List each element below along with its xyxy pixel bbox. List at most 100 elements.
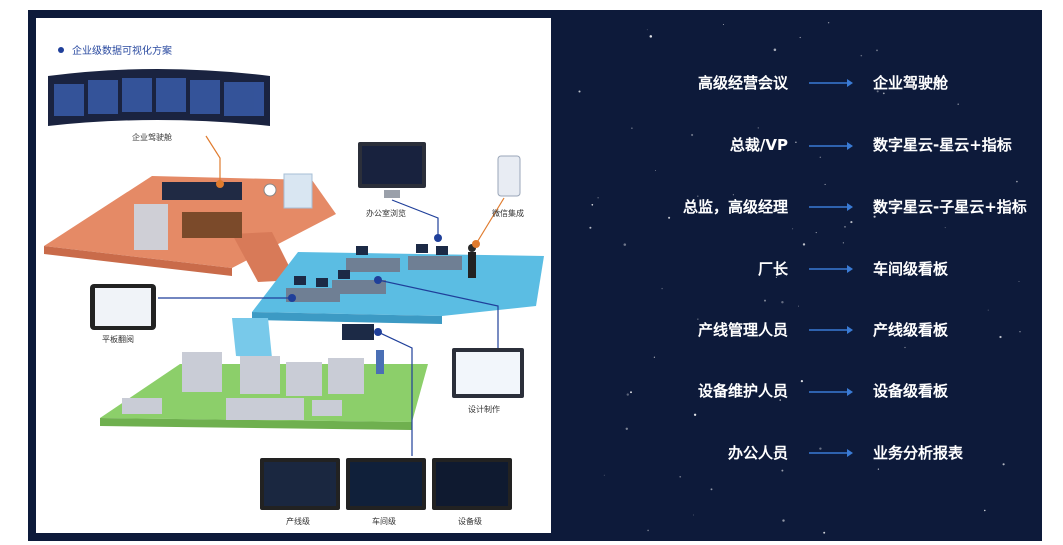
label-office: 办公室浏览	[366, 209, 406, 218]
target-2: 数字星云-子星云+指标	[873, 198, 1027, 216]
arrow-right-icon	[809, 449, 853, 457]
star-icon	[775, 276, 777, 278]
panel-title: 企业级数据可视化方案	[58, 42, 172, 57]
floor-top-edge	[44, 246, 232, 276]
star-icon	[1016, 180, 1018, 183]
star-icon	[655, 170, 657, 171]
star-icon	[646, 29, 648, 31]
role-2: 总监，高级经理	[682, 198, 788, 216]
star-icon	[732, 194, 734, 196]
role-5: 设备维护人员	[697, 382, 788, 400]
office-desk	[182, 212, 242, 238]
connector-design	[377, 279, 499, 348]
star-icon	[1019, 331, 1021, 333]
starfield	[578, 22, 1021, 534]
arrow-right-icon	[809, 79, 853, 87]
star-icon	[781, 469, 784, 472]
star-icon	[626, 393, 629, 396]
star-icon	[819, 156, 822, 159]
office-monitors	[294, 244, 448, 287]
star-icon	[987, 309, 989, 311]
target-0: 企业驾驶舱	[873, 74, 949, 92]
star-icon	[823, 531, 826, 534]
diagram-panel: 企业级数据可视化方案	[36, 18, 551, 533]
star-icon	[850, 221, 853, 224]
worker-icon	[376, 350, 384, 374]
star-icon	[799, 36, 801, 39]
star-icon	[844, 226, 846, 228]
star-icon	[591, 203, 594, 206]
shelf	[283, 173, 313, 209]
star-icon	[842, 242, 844, 244]
star-icon	[860, 54, 863, 57]
star-icon	[679, 475, 682, 478]
role-0: 高级经营会议	[697, 74, 788, 92]
bullet-icon	[58, 47, 64, 53]
star-icon	[876, 90, 879, 93]
star-icon	[779, 399, 781, 401]
label-cockpit: 企业驾驶舱	[132, 133, 172, 142]
star-icon	[944, 227, 946, 229]
label-workshop: 车间级	[372, 517, 396, 526]
building-illustration	[44, 69, 544, 510]
person-icon	[468, 252, 476, 278]
target-6: 业务分析报表	[873, 444, 964, 462]
star-icon	[877, 468, 880, 470]
label-wechat: 微信集成	[492, 209, 524, 218]
stage: 企业级数据可视化方案	[28, 10, 1042, 541]
star-icon	[815, 232, 817, 234]
label-equipment: 设备级	[458, 517, 482, 526]
clock-icon	[263, 183, 277, 197]
target-5: 设备级看板	[873, 382, 949, 400]
star-icon	[827, 22, 830, 24]
star-icon	[795, 141, 797, 144]
label-tablet: 平板翻阅	[102, 335, 134, 344]
star-icon	[781, 300, 784, 304]
arrow-right-icon	[809, 326, 853, 334]
arrow-right-icon	[809, 142, 853, 150]
star-icon	[668, 216, 671, 219]
star-icon	[792, 228, 794, 230]
target-3: 车间级看板	[873, 260, 949, 278]
star-icon	[625, 427, 629, 431]
arrow-right-icon	[809, 203, 853, 211]
star-icon	[653, 356, 656, 358]
star-icon	[802, 243, 806, 246]
connector-factory	[377, 331, 413, 456]
panel-title-text: 企业级数据可视化方案	[72, 46, 172, 57]
star-icon	[782, 519, 785, 522]
star-icon	[693, 413, 697, 416]
connector-wechat	[475, 197, 505, 245]
star-icon	[757, 127, 760, 129]
star-icon	[603, 474, 605, 476]
floor-bottom-edge	[100, 418, 412, 430]
star-icon	[819, 447, 822, 450]
star-icon	[798, 305, 799, 307]
star-icon	[1018, 281, 1020, 283]
star-icon	[904, 346, 906, 349]
star-icon	[1002, 463, 1005, 466]
star-icon	[911, 269, 913, 271]
arrow-right-icon	[809, 388, 853, 396]
star-icon	[873, 215, 876, 218]
star-icon	[773, 208, 776, 211]
top-floor-screens	[162, 182, 242, 200]
star-icon	[710, 488, 713, 491]
floor-top-stairs	[232, 232, 296, 282]
target-4: 产线级看板	[873, 321, 949, 339]
printer-machine	[134, 204, 168, 250]
target-1: 数字星云-星云+指标	[873, 136, 1012, 154]
floor-middle-edge	[252, 312, 442, 324]
role-1: 总裁/VP	[729, 136, 788, 154]
star-icon	[661, 287, 663, 290]
star-icon	[691, 133, 694, 137]
connector-office	[391, 199, 439, 238]
office-desks	[286, 256, 462, 302]
star-icon	[773, 48, 777, 52]
star-icon	[984, 509, 986, 512]
label-line: 产线级	[286, 517, 310, 526]
role-3: 厂长	[757, 260, 788, 278]
star-icon	[578, 90, 581, 93]
star-icon	[722, 24, 724, 25]
factory-machines	[122, 352, 364, 420]
